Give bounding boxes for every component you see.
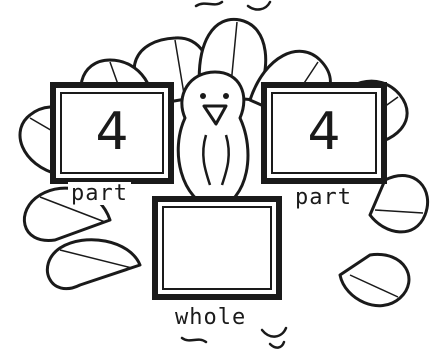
whole-label: whole — [172, 306, 249, 329]
feather-bottom-left — [47, 240, 140, 289]
right-part-box[interactable]: 4 — [261, 82, 387, 184]
whole-box[interactable] — [152, 196, 282, 300]
turkey-body — [178, 72, 248, 210]
right-part-label: part — [292, 186, 355, 209]
feather-right-lower — [340, 254, 409, 305]
left-part-number: 4 — [56, 106, 168, 158]
left-part-box[interactable]: 4 — [50, 82, 174, 184]
left-part-label: part — [68, 182, 131, 205]
right-part-number: 4 — [267, 106, 381, 158]
